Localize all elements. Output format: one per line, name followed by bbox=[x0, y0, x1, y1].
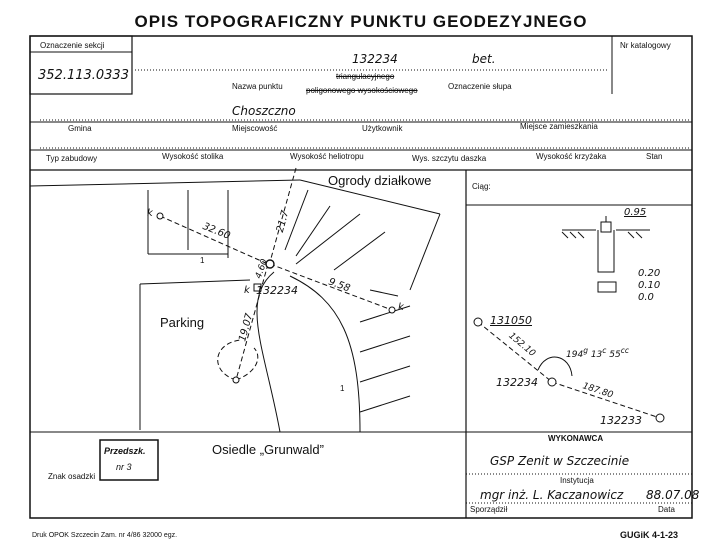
document-title: OPIS TOPOGRAFICZNY PUNKTU GEODEZYJNEGO bbox=[134, 12, 588, 31]
label-gmina: Gmina bbox=[68, 124, 92, 133]
network-option-1: triangulacyjnego bbox=[336, 72, 395, 81]
angle-grad: 194 bbox=[566, 350, 584, 360]
institution-value: GSP Zenit w Szczecinie bbox=[490, 454, 630, 468]
label-user: Użytkownik bbox=[362, 124, 403, 133]
fence-marker-1: 1 bbox=[200, 256, 205, 265]
stamp-line-1: Przedszk. bbox=[104, 446, 146, 456]
k-marker-2: k bbox=[398, 302, 404, 313]
depth-value: 0.95 bbox=[624, 207, 647, 218]
angle-second-unit: cc bbox=[620, 346, 629, 355]
point-a: 131050 bbox=[490, 314, 532, 327]
point-name-label: Nazwa punktu bbox=[232, 82, 283, 91]
label-building-type: Typ zabudowy bbox=[46, 154, 98, 163]
print-info: Druk OPOK Szczecin Zam. nr 4/86 32000 eg… bbox=[32, 532, 178, 539]
pillar-value: bet. bbox=[472, 52, 496, 66]
section-label: Oznaczenie sekcji bbox=[40, 41, 105, 50]
date-label: Data bbox=[658, 505, 675, 514]
label-gardens: Ogrody działkowe bbox=[328, 173, 432, 188]
angle-minute-unit: c bbox=[602, 346, 607, 355]
institution-label: Instytucja bbox=[560, 476, 594, 485]
point-number: 132234 bbox=[352, 52, 398, 66]
author-value: mgr inż. L. Kaczanowicz bbox=[480, 488, 624, 502]
locality-value: Choszczno bbox=[232, 104, 296, 118]
form-code: GUGiK 4-1-23 bbox=[620, 530, 679, 540]
angle-second: 55 bbox=[609, 350, 621, 360]
angle-minute: 13 bbox=[590, 350, 603, 360]
point-c: 132233 bbox=[600, 414, 642, 427]
label-status: Stan bbox=[646, 152, 663, 161]
dim-3: 0.0 bbox=[638, 292, 654, 303]
k-marker-3: k bbox=[244, 285, 250, 296]
label-locality: Miejscowość bbox=[232, 124, 278, 133]
network-option-2: poligonowego wysokościowego bbox=[306, 86, 418, 95]
label-heliotrope-height: Wysokość heliotropu bbox=[290, 152, 364, 161]
point-b: 132234 bbox=[496, 376, 538, 389]
label-estate: Osiedle „Grunwald” bbox=[212, 442, 324, 457]
znak-label: Znak osadzki bbox=[48, 472, 96, 481]
wykonawca-label: WYKONAWCA bbox=[548, 434, 604, 443]
k-marker-1: k bbox=[147, 208, 153, 219]
ciag-label: Ciąg: bbox=[472, 182, 491, 191]
pillar-label: Oznaczenie słupa bbox=[448, 82, 512, 91]
label-cross-height: Wysokość krzyżaka bbox=[536, 152, 607, 161]
label-roof-height: Wys. szczytu daszka bbox=[412, 154, 487, 163]
dim-1: 0.20 bbox=[638, 268, 661, 279]
stamp-line-2: nr 3 bbox=[116, 462, 132, 472]
label-residence: Miejsce zamieszkania bbox=[520, 122, 598, 131]
date-value: 88.07.08 bbox=[646, 488, 700, 502]
fence-marker-2: 1 bbox=[340, 384, 345, 393]
label-table-height: Wysokość stolika bbox=[162, 152, 224, 161]
label-parking: Parking bbox=[160, 315, 205, 330]
angle-grad-unit: g bbox=[583, 346, 588, 355]
angle-value: 194g 13c 55cc bbox=[566, 346, 629, 360]
dim-2: 0.10 bbox=[638, 280, 661, 291]
author-label: Sporządził bbox=[470, 505, 508, 514]
catalog-label: Nr katalogowy bbox=[620, 41, 671, 50]
sketch-point-number: 132234 bbox=[256, 284, 298, 297]
section-value: 352.113.0333 bbox=[38, 68, 129, 83]
